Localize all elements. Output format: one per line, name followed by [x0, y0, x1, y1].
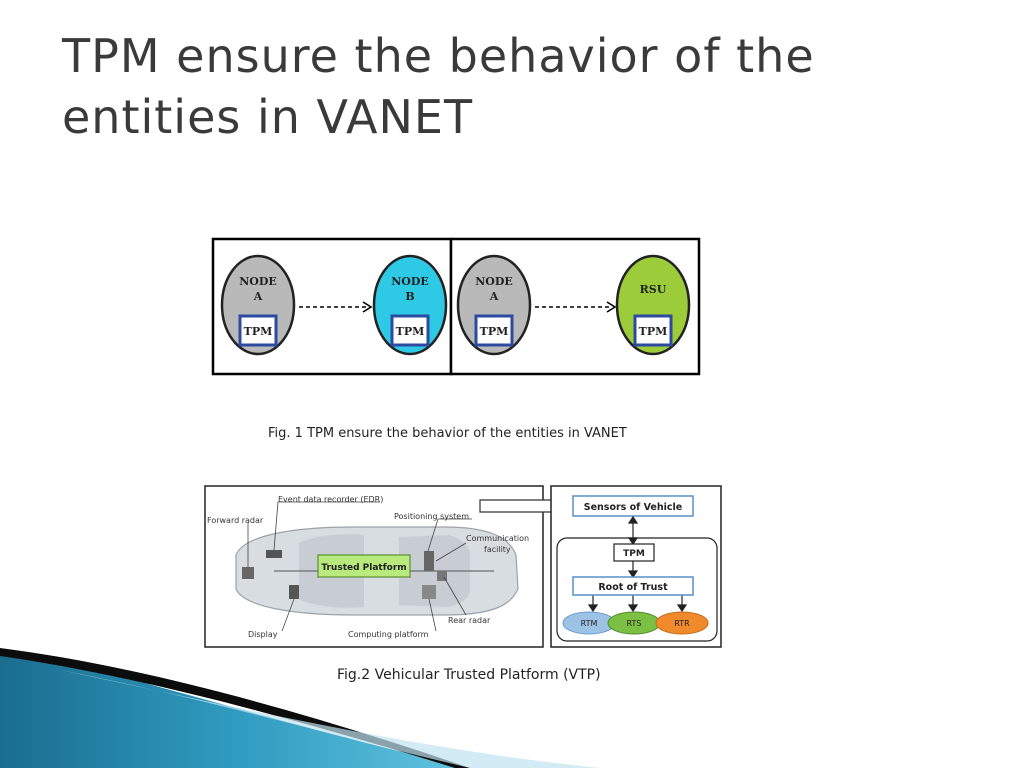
rtm-label: RTM: [581, 619, 598, 628]
fig1-caption: Fig. 1 TPM ensure the behavior of the en…: [268, 426, 627, 441]
fig1-diagram: NODE A TPM NODE B TPM NODE A TPM RSU TPM: [211, 237, 701, 376]
car-leader-lines: [247, 501, 472, 632]
node-a-left-tpm: TPM: [244, 325, 273, 338]
root-of-trust-label: Root of Trust: [598, 582, 668, 593]
node-b-tpm: TPM: [396, 325, 425, 338]
tpm-box: [613, 543, 655, 562]
display-label: Display: [248, 630, 278, 639]
fig1-node-a-left: NODE A TPM: [220, 254, 296, 356]
node-a-left-label2: A: [253, 290, 263, 303]
rear-radar-label: Rear radar: [448, 616, 491, 625]
node-b-label1: NODE: [391, 275, 429, 288]
node-a-right-tpm: TPM: [480, 325, 509, 338]
root-of-trust-box: [572, 576, 694, 596]
sensors-label: Sensors of Vehicle: [584, 502, 682, 513]
rsu-label: RSU: [640, 283, 667, 296]
slide-title: TPM ensure the behavior of the entities …: [62, 29, 815, 144]
rsu-tpm: TPM: [639, 325, 668, 338]
node-a-left-label1: NODE: [239, 275, 277, 288]
positioning-label: Positioning system: [394, 512, 469, 521]
fig1-node-a-right: NODE A TPM: [456, 254, 532, 356]
fig1-left-arrow: [299, 301, 373, 313]
communication-label-2: facility: [484, 545, 511, 554]
fig1-rsu: RSU TPM: [615, 254, 691, 356]
node-b-label2: B: [405, 290, 414, 303]
trusted-platform-box: [317, 554, 411, 578]
node-a-right-label1: NODE: [475, 275, 513, 288]
edr-label: Event data recorder (EDR): [278, 495, 383, 504]
trusted-platform-label: Trusted Platform: [321, 563, 406, 573]
decorative-swoosh: [0, 648, 600, 768]
node-a-right-label2: A: [489, 290, 499, 303]
fig1-node-b: NODE B TPM: [372, 254, 448, 356]
rtr-ellipse: [655, 611, 709, 635]
rts-label: RTS: [627, 619, 642, 628]
communication-label-1: Communication: [466, 534, 529, 543]
fig2-caption: Fig.2 Vehicular Trusted Platform (VTP): [337, 667, 601, 683]
fig1-right-arrow: [535, 301, 617, 313]
vtp-arrows: [587, 515, 688, 613]
computing-label: Computing platform: [348, 630, 429, 639]
fig2-diagram: Trusted Platform Event data recorder (ED…: [204, 485, 722, 648]
rtr-label: RTR: [674, 619, 690, 628]
forward-radar-label: Forward radar: [207, 516, 264, 525]
vtp-tpm-label: TPM: [623, 549, 645, 559]
